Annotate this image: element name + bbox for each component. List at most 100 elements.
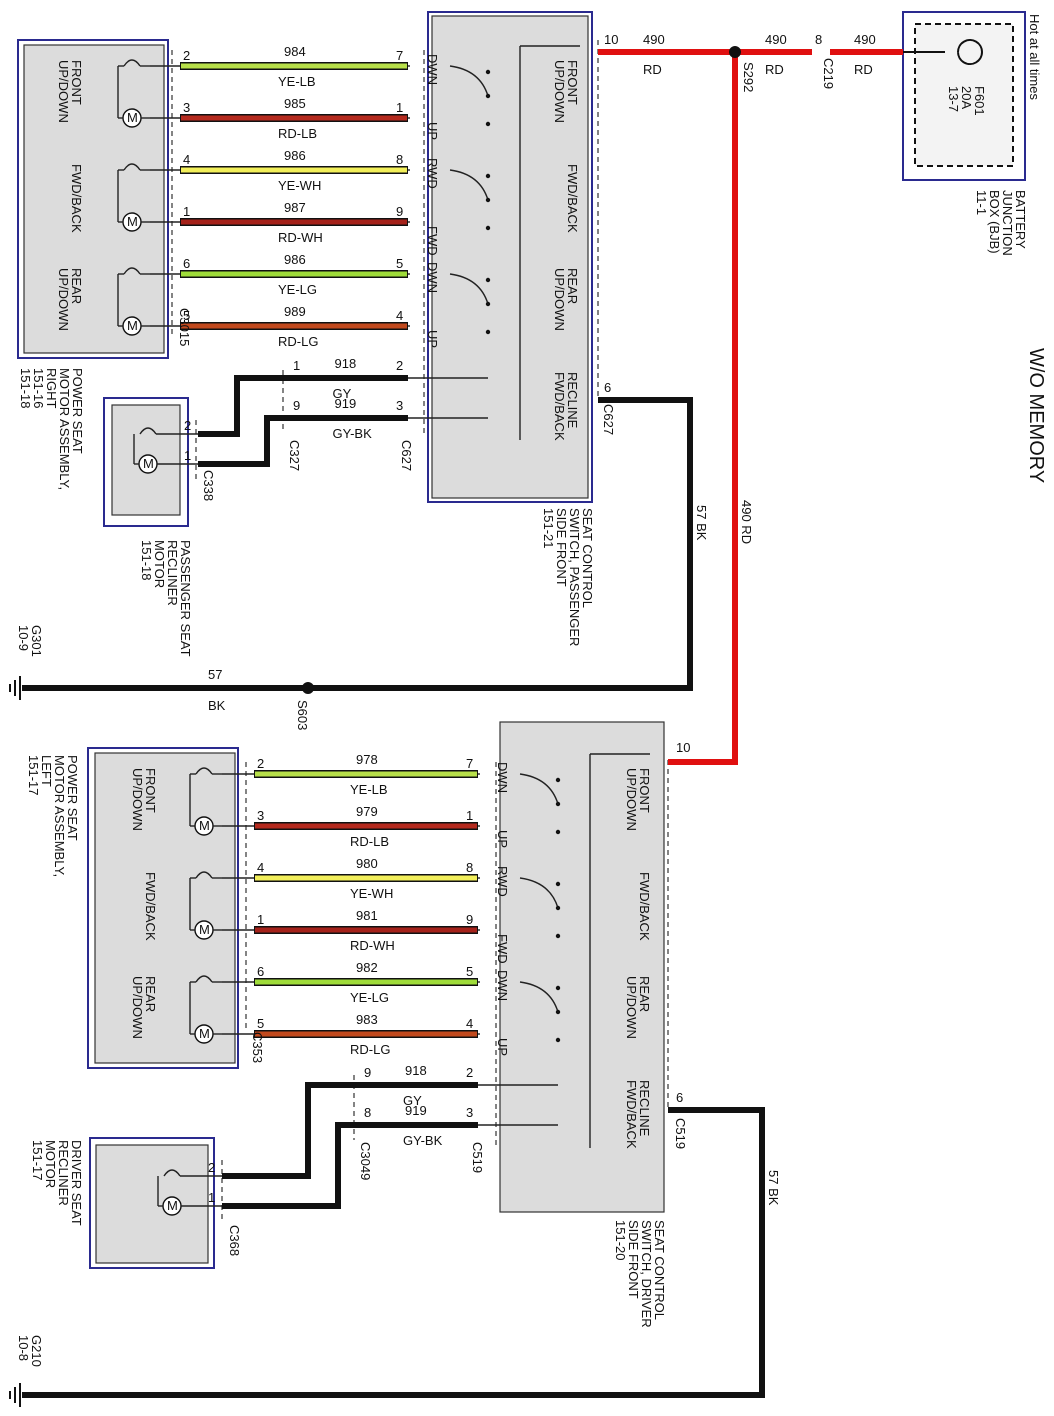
passenger-contact-2 (485, 173, 491, 179)
passenger-wire-rpin-0: 7 (396, 48, 403, 63)
ground-conn-p: C627 (601, 404, 616, 435)
driver-recliner-wire-color-1: GY-BK (403, 1133, 443, 1148)
driver-recliner-label-2: RECLINER (56, 1140, 71, 1206)
passenger-motor-assembly-body (23, 44, 165, 354)
passenger-motor-group-2-0: REAR (69, 268, 84, 304)
passenger-recliner-limit (139, 427, 157, 435)
driver-recliner-label-3: MOTOR (43, 1140, 58, 1188)
driver-wire-rpin-3: 9 (466, 912, 473, 927)
passenger-motor-glyph-0: M (127, 110, 138, 125)
passenger-switch-label-2: SWITCH, PASSENGER (567, 508, 582, 646)
feed-wire-num-2: 490 (765, 32, 787, 47)
driver-switch-body (499, 721, 665, 1213)
passenger-motor-group-0-1: UP/DOWN (56, 60, 71, 123)
passenger-wire-color-2: YE-WH (278, 178, 321, 193)
feed-wire-num-3: 490 (854, 32, 876, 47)
passenger-recliner-label-2: RECLINER (165, 540, 180, 606)
driver-contact-1 (555, 829, 561, 835)
fuse-id: F601 (972, 86, 987, 116)
passenger-rocker-0 (449, 65, 489, 97)
passenger-recliner-cpin-1: 9 (293, 398, 300, 413)
driver-recliner-limit (163, 1169, 181, 1177)
ground-vertical-label-p: 57 BK (694, 505, 709, 541)
driver-recliner-conn: C368 (227, 1225, 242, 1256)
ground-g301-ref: 10-9 (16, 625, 31, 651)
passenger-recliner-mid-conn: C327 (287, 440, 302, 471)
passenger-recliner-run-0 (198, 375, 285, 437)
feed-wire-color-3: RD (854, 62, 873, 77)
driver-switch-group-2-0: REAR (637, 976, 652, 1012)
driver-recliner-run-0 (222, 1082, 356, 1179)
bjb-label-1: BATTERY (1013, 190, 1028, 249)
passenger-wire-num-0: 984 (284, 44, 306, 59)
passenger-dir-label-5: UP (425, 330, 440, 348)
passenger-rocker-1 (449, 169, 489, 201)
driver-wire-num-0: 978 (356, 752, 378, 767)
feed-wire-color-1: RD (643, 62, 662, 77)
driver-switch-label-1: SEAT CONTROL (652, 1220, 667, 1320)
driver-motor-group-1: FWD/BACK (143, 872, 158, 941)
passenger-wire-lpin-4: 6 (183, 256, 190, 271)
passenger-switch-group-2-1: UP/DOWN (552, 268, 567, 331)
driver-wire-color-1: RD-LB (350, 834, 389, 849)
fuse-icon (957, 39, 983, 66)
splice-s292-label: S292 (741, 62, 756, 92)
driver-wire-color-3: RD-WH (350, 938, 395, 953)
ground-pin-d: 6 (676, 1090, 683, 1105)
passenger-wire-color-4: YE-LG (278, 282, 317, 297)
driver-dir-label-1: UP (495, 830, 510, 848)
ground-vertical-label-d: 57 BK (766, 1170, 781, 1206)
passenger-limit-switch-0 (123, 59, 141, 67)
driver-contact-4 (555, 985, 561, 991)
driver-wire-rpin-5: 4 (466, 1016, 473, 1031)
passenger-recliner-mpin-0: 2 (184, 418, 191, 433)
passenger-wire-num-3: 987 (284, 200, 306, 215)
driver-rocker-0 (519, 773, 559, 805)
feed-vertical-label: 490 RD (739, 500, 754, 544)
driver-recliner-wire-num-1: 919 (405, 1103, 427, 1118)
driver-motor-glyph-1: M (199, 922, 210, 937)
driver-motor-conn: C353 (250, 1032, 265, 1063)
driver-wire-lpin-5: 5 (257, 1016, 264, 1031)
passenger-wire-rpin-5: 4 (396, 308, 403, 323)
driver-motor-label-2: MOTOR ASSEMBLY, (52, 755, 67, 877)
passenger-recliner-label-3: MOTOR (152, 540, 167, 588)
passenger-wire-color-1: RD-LB (278, 126, 317, 141)
driver-recliner-mpin-0: 2 (208, 1160, 215, 1175)
passenger-recliner-wire-num-0: 918 (335, 356, 357, 371)
passenger-recliner-label-1: PASSENGER SEAT (178, 540, 193, 657)
passenger-switch-label-4: 151-21 (541, 508, 556, 548)
driver-dir-label-0: DWN (495, 762, 510, 793)
fuse-ref: 13-7 (946, 86, 961, 112)
driver-rocker-pivot-1 (555, 905, 561, 911)
passenger-recliner-box (103, 397, 189, 527)
driver-wire-rpin-0: 7 (466, 756, 473, 771)
driver-recliner-run-1 (222, 1122, 356, 1209)
driver-contact-5 (555, 1037, 561, 1043)
passenger-rocker-pivot-1 (485, 197, 491, 203)
driver-dir-label-4: DWN (495, 970, 510, 1001)
connector-c219-label: C219 (821, 58, 836, 89)
driver-wire-num-2: 980 (356, 856, 378, 871)
driver-switch-group-0-0: FRONT (637, 768, 652, 813)
passenger-recliner-rpin-0: 2 (396, 358, 403, 373)
driver-motor-label-3: LEFT (39, 755, 54, 787)
passenger-recliner-wire-color-1: GY-BK (333, 426, 373, 441)
driver-recliner-wire-color-0: GY (403, 1093, 422, 1108)
driver-wire-rpin-2: 8 (466, 860, 473, 875)
ground-symbol-g210 (9, 1383, 21, 1407)
driver-switch-group-3-0: RECLINE (637, 1080, 652, 1137)
driver-limit-switch-2 (195, 975, 213, 983)
passenger-wire-rpin-1: 1 (396, 100, 403, 115)
feed-wire-num-1: 490 (643, 32, 665, 47)
passenger-switch-group-3-0: RECLINE (565, 372, 580, 429)
bjb-label-2: JUNCTION (1000, 190, 1015, 256)
driver-wire-lpin-2: 4 (257, 860, 264, 875)
driver-switch-label-4: 151-20 (613, 1220, 628, 1260)
passenger-wire-rpin-4: 5 (396, 256, 403, 271)
passenger-limit-switch-2 (123, 267, 141, 275)
passenger-switch-group-0-0: FRONT (565, 60, 580, 105)
passenger-wire-lpin-5: 5 (183, 308, 190, 323)
passenger-switch-label-1: SEAT CONTROL (580, 508, 595, 608)
